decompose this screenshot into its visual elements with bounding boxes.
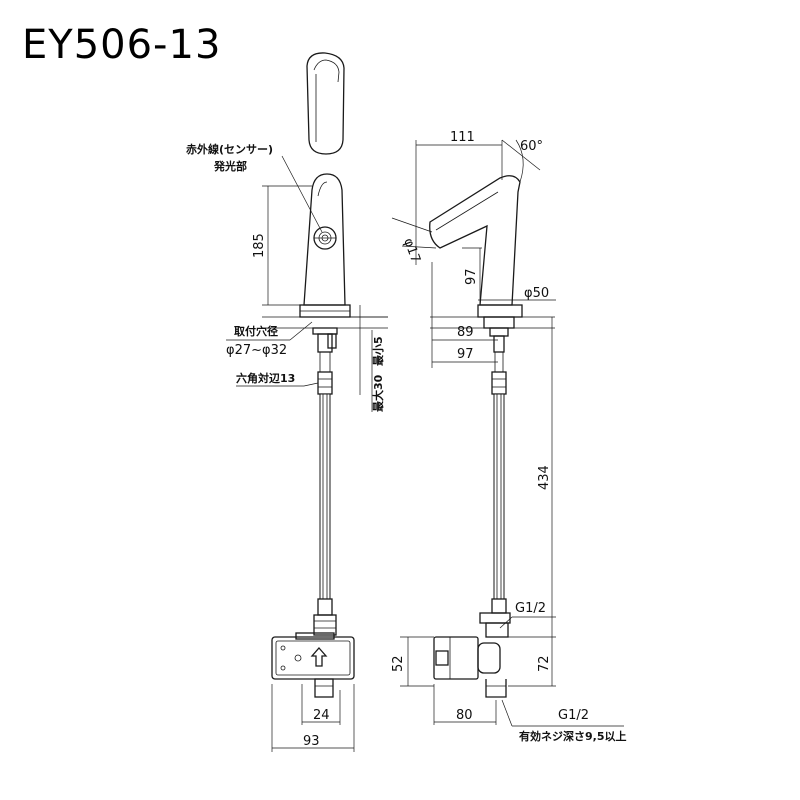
mount-hole-value: φ27~φ32 bbox=[226, 343, 287, 358]
dim-111: 111 bbox=[450, 130, 475, 145]
dim-angle: 60° bbox=[520, 139, 543, 154]
thread-top-label: G1/2 bbox=[515, 601, 546, 616]
sensor-sublabel: 発光部 bbox=[213, 159, 247, 173]
dim-89: 89 bbox=[457, 325, 474, 340]
sensor-label: 赤外線(センサー) bbox=[186, 142, 273, 156]
top-view-spout bbox=[306, 52, 345, 155]
front-dimensions: 185 最大30 最小5 24 93 bbox=[252, 185, 388, 752]
control-box-front bbox=[271, 632, 355, 698]
dim-434: 434 bbox=[537, 465, 552, 490]
shank-front bbox=[312, 327, 338, 395]
hose-side bbox=[493, 393, 505, 600]
control-box-side bbox=[433, 636, 507, 698]
faucet-spout-side bbox=[429, 175, 523, 318]
dim-52: 52 bbox=[391, 655, 406, 672]
model-title: EY506-13 bbox=[22, 22, 221, 68]
shank-side bbox=[483, 316, 515, 395]
dim-24: 24 bbox=[313, 708, 330, 723]
faucet-body-front bbox=[299, 173, 351, 318]
dim-93: 93 bbox=[303, 734, 320, 749]
side-view: 111 60° φ17 97 φ50 89 97 bbox=[391, 130, 627, 743]
front-view: 185 最大30 最小5 24 93 赤外線(センサー) 発光部 取付穴径 φ2… bbox=[186, 52, 388, 752]
thickness-max-label: 最大30 bbox=[371, 374, 385, 412]
dim-phi17: φ17 bbox=[400, 236, 423, 265]
thread-depth-label: 有効ネジ深さ9,5以上 bbox=[519, 729, 627, 743]
fitting-front bbox=[313, 598, 337, 636]
thickness-min-label: 最小5 bbox=[371, 336, 385, 366]
dim-72: 72 bbox=[537, 655, 552, 672]
side-dimensions: 111 60° φ17 97 φ50 89 97 bbox=[391, 130, 556, 725]
dim-phi50: φ50 bbox=[524, 286, 549, 301]
dim-97-vertical: 97 bbox=[464, 268, 479, 285]
thread-bottom-label: G1/2 bbox=[558, 708, 589, 723]
dim-97-horizontal: 97 bbox=[457, 347, 474, 362]
side-callouts: G1/2 G1/2 有効ネジ深さ9,5以上 bbox=[499, 601, 627, 743]
dim-185: 185 bbox=[252, 233, 267, 258]
fitting-side bbox=[479, 598, 511, 638]
hose-front bbox=[319, 393, 331, 600]
mount-hole-label: 取付穴径 bbox=[234, 324, 278, 338]
hex-label: 六角対辺13 bbox=[236, 371, 295, 385]
front-callouts: 赤外線(センサー) 発光部 取付穴径 φ27~φ32 六角対辺13 bbox=[186, 142, 323, 387]
dim-80: 80 bbox=[456, 708, 473, 723]
